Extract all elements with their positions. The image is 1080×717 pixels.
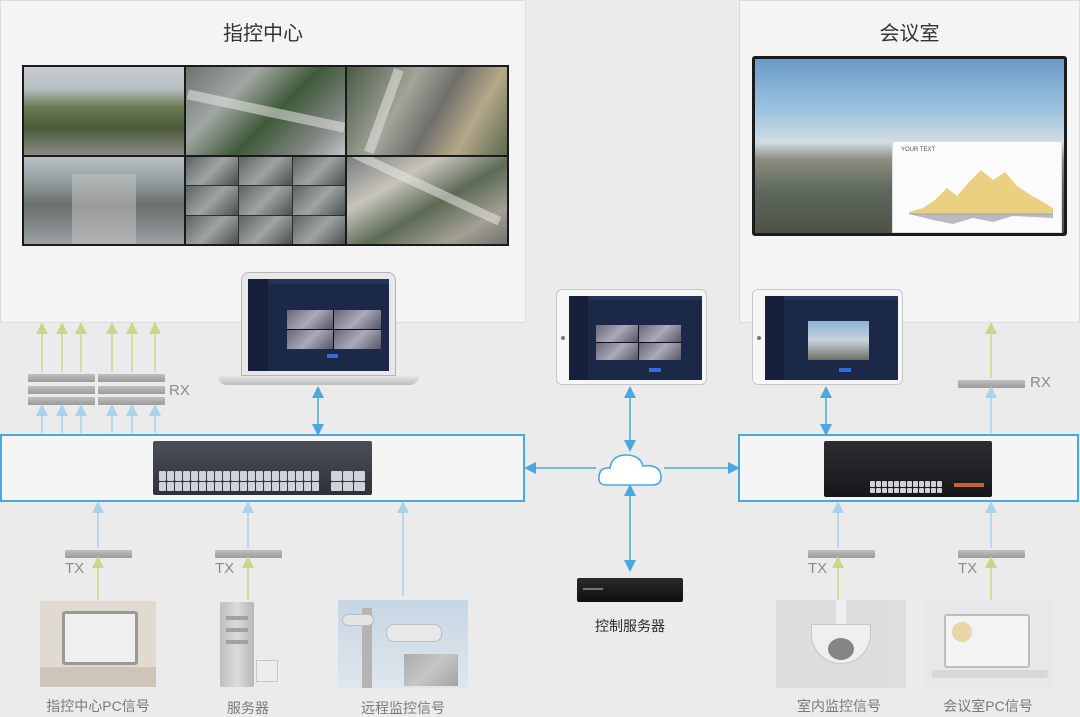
video-wall-tile bbox=[24, 67, 184, 155]
pc-signal-image bbox=[40, 601, 156, 687]
video-wall-tile bbox=[347, 67, 507, 155]
source-label-command-pc: 指控中心PC信号 bbox=[46, 698, 150, 714]
rx-receiver bbox=[28, 374, 95, 382]
rx-label-left: RX bbox=[169, 382, 190, 399]
laptop-screen bbox=[248, 279, 389, 371]
tx-label: TX bbox=[65, 560, 85, 577]
control-server-label: 控制服务器 bbox=[595, 618, 665, 634]
rx-receiver bbox=[28, 397, 95, 405]
tx-transmitter bbox=[215, 550, 282, 558]
rx-label-right: RX bbox=[1030, 374, 1051, 391]
video-wall-tile bbox=[347, 156, 507, 244]
source-label-indoor-monitor: 室内监控信号 bbox=[797, 698, 881, 714]
core-switch bbox=[153, 441, 372, 495]
rx-receiver bbox=[28, 386, 95, 394]
indoor-camera-image bbox=[776, 600, 906, 688]
tx-transmitter bbox=[808, 550, 875, 558]
control-server bbox=[577, 578, 683, 602]
meeting-room-title: 会议室 bbox=[879, 23, 940, 45]
video-wall-tile bbox=[185, 67, 346, 155]
meeting-pc-image bbox=[926, 600, 1054, 688]
access-switch bbox=[824, 441, 992, 497]
meeting-tablet bbox=[752, 289, 903, 385]
command-center-title: 指控中心 bbox=[223, 23, 303, 45]
rx-receiver bbox=[958, 380, 1025, 388]
display-chart-graphic bbox=[909, 170, 1053, 224]
server-image bbox=[220, 602, 278, 687]
source-label-meeting-pc: 会议室PC信号 bbox=[943, 698, 1033, 714]
tx-label: TX bbox=[958, 560, 978, 577]
display-chart-card: YOUR TEXT bbox=[892, 141, 1062, 233]
source-label-remote-monitor: 远程监控信号 bbox=[361, 700, 445, 716]
tablet-screen bbox=[765, 296, 898, 380]
rx-receiver bbox=[98, 386, 165, 394]
tx-transmitter bbox=[65, 550, 132, 558]
video-wall bbox=[22, 65, 509, 246]
tx-label: TX bbox=[215, 560, 235, 577]
tablet-screen bbox=[569, 296, 702, 380]
tx-label: TX bbox=[808, 560, 828, 577]
rx-receiver bbox=[98, 374, 165, 382]
control-tablet bbox=[556, 289, 707, 385]
video-wall-tile bbox=[24, 156, 184, 244]
cloud-icon bbox=[598, 454, 662, 486]
video-wall-tile bbox=[185, 156, 346, 244]
rx-receiver bbox=[98, 397, 165, 405]
source-label-server: 服务器 bbox=[227, 700, 269, 716]
laptop-base bbox=[218, 376, 419, 385]
display-chart-title: YOUR TEXT bbox=[901, 147, 936, 153]
tx-transmitter bbox=[958, 550, 1025, 558]
rx-output-arrows bbox=[36, 322, 997, 378]
operator-laptop bbox=[241, 272, 396, 376]
meeting-room-display: YOUR TEXT bbox=[752, 56, 1067, 236]
remote-camera-image bbox=[338, 600, 468, 688]
